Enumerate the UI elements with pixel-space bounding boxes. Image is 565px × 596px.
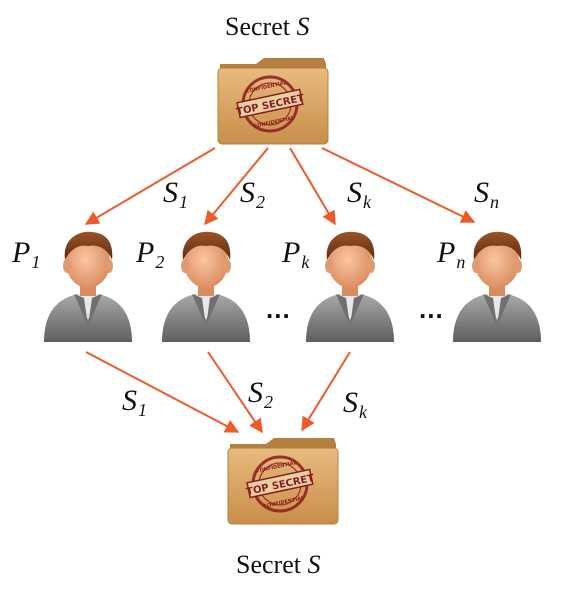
participant-label-pn: Pn — [437, 236, 466, 272]
share-label-s1-top: S1 — [163, 176, 188, 212]
top-title-symbol: S — [296, 12, 310, 41]
bottom-title-text: Secret — [236, 550, 301, 579]
person-pn-icon — [453, 231, 541, 342]
ellipsis-left: ... — [266, 294, 291, 324]
share-label-s1-bottom: S1 — [122, 384, 147, 420]
arrow-to-p1 — [84, 147, 216, 225]
share-label-sn-top: Sn — [474, 176, 499, 212]
person-p1-icon — [44, 231, 132, 342]
reconstruction-arrows — [85, 351, 351, 434]
participant-label-p2: P2 — [136, 236, 165, 272]
share-label-s2-top: S2 — [240, 176, 265, 212]
top-title-text: Secret — [225, 12, 290, 41]
arrow-from-p2 — [207, 351, 263, 434]
arrow-to-p2 — [204, 147, 269, 226]
share-label-s2-bottom: S2 — [248, 376, 273, 412]
share-label-sk-top: Sk — [347, 176, 371, 212]
distribution-arrows — [84, 147, 476, 226]
participant-label-p1: P1 — [12, 236, 41, 272]
person-pk-icon — [306, 231, 394, 342]
bottom-secret-title: Secret S — [236, 552, 320, 578]
top-secret-title: Secret S — [225, 14, 309, 40]
arrow-to-pk — [289, 147, 336, 226]
arrow-from-pk — [301, 351, 351, 432]
participant-label-pk: Pk — [282, 236, 310, 272]
person-p2-icon — [162, 231, 250, 342]
bottom-title-symbol: S — [307, 550, 321, 579]
arrow-from-p1 — [85, 351, 240, 433]
share-label-sk-bottom: Sk — [343, 386, 367, 422]
arrow-to-pn — [321, 147, 476, 223]
ellipsis-right: ... — [419, 294, 444, 324]
